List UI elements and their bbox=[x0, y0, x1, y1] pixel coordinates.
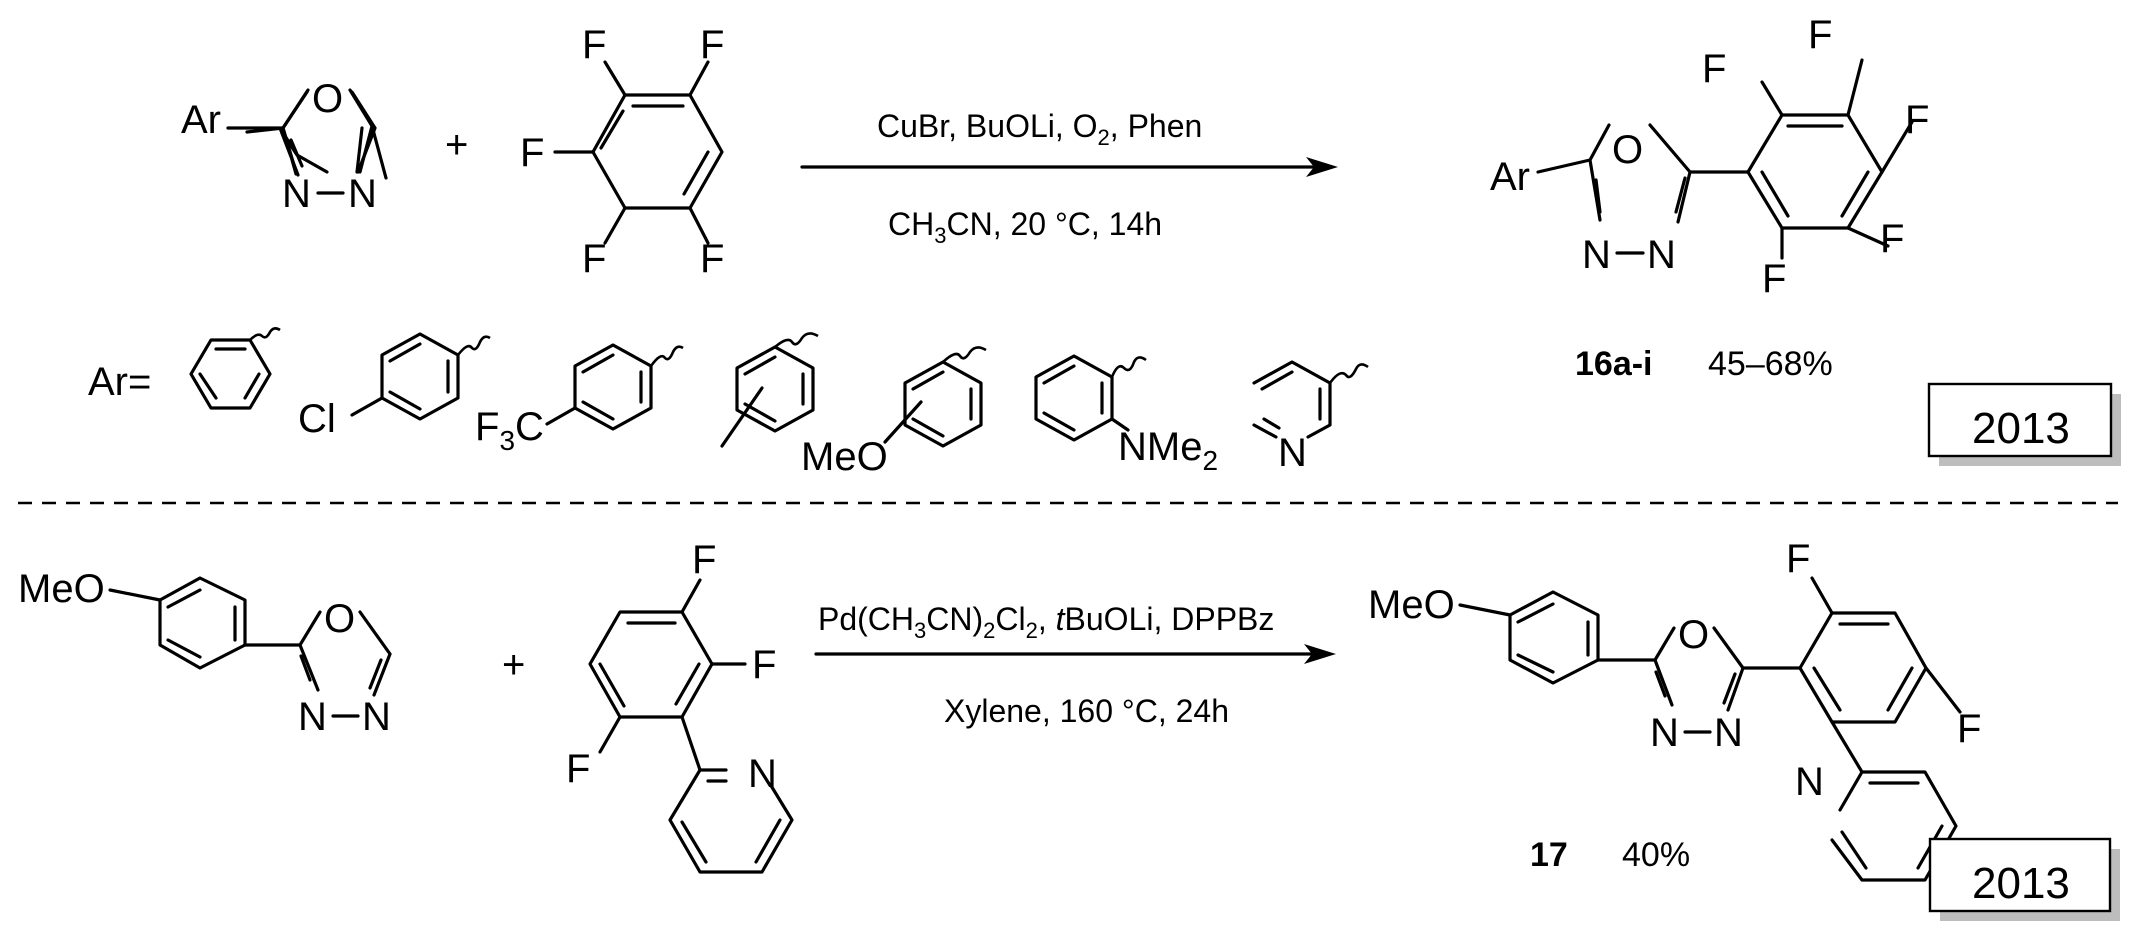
pyridine-n-label: N bbox=[748, 752, 777, 796]
top-conditions-above: CuBr, BuOLi, O2, Phen bbox=[877, 108, 1202, 150]
atom-o: O bbox=[312, 77, 343, 121]
ar-dimethylaminophenyl: NMe2 bbox=[1034, 354, 1218, 476]
ar-3-pyridyl: N bbox=[1252, 360, 1369, 475]
year-label: 2013 bbox=[1972, 404, 2070, 453]
ar-methoxyphenyl: MeO bbox=[801, 346, 987, 479]
atom-f: F bbox=[1905, 98, 1929, 142]
year-box-top: 2013 bbox=[1927, 382, 2121, 466]
aryl-label: Ar bbox=[181, 98, 221, 142]
atom-n: N bbox=[1582, 233, 1611, 277]
atom-o: O bbox=[1678, 613, 1709, 657]
ar-equals-label: Ar= bbox=[88, 360, 151, 404]
atom-f: F bbox=[1957, 707, 1981, 751]
atom-f: F bbox=[752, 643, 776, 687]
atom-f: F bbox=[1786, 537, 1810, 581]
pyridine-n-label: N bbox=[1795, 760, 1824, 804]
top-scheme: Ar O N N + F F F F F CuBr, BuOLi, O2, Ph… bbox=[88, 13, 2121, 479]
atom-f: F bbox=[582, 23, 606, 67]
plus-sign: + bbox=[445, 123, 468, 167]
atom-f: F bbox=[566, 747, 590, 791]
atom-f: F bbox=[700, 237, 724, 281]
atom-n: N bbox=[1647, 233, 1676, 277]
atom-f: F bbox=[1880, 217, 1904, 261]
atom-n: N bbox=[298, 695, 327, 739]
atom-n: N bbox=[1714, 711, 1743, 755]
ar-methylphenyl bbox=[720, 332, 819, 448]
top-product-16: Ar O N N F F F F F bbox=[1490, 13, 1929, 301]
atom-n: N bbox=[282, 172, 311, 216]
methoxy-label: MeO bbox=[801, 435, 888, 479]
bottom-scheme: MeO O N N + F F F N Pd(CH3CN)2C bbox=[18, 537, 2120, 921]
atom-f: F bbox=[700, 23, 724, 67]
methoxy-label: MeO bbox=[1368, 583, 1455, 627]
ar-4-trifluoromethylphenyl: F3C bbox=[475, 343, 684, 456]
top-reaction-arrow: CuBr, BuOLi, O2, Phen CH3CN, 20 °C, 14h bbox=[800, 108, 1338, 248]
top-reactant1-oxadiazole: Ar O N N bbox=[181, 77, 388, 216]
atom-n: N bbox=[348, 172, 377, 216]
atom-o: O bbox=[324, 597, 355, 641]
bottom-reaction-arrow: Pd(CH3CN)2Cl2, tBuOLi, DPPBz Xylene, 160… bbox=[814, 601, 1336, 729]
atom-f: F bbox=[692, 538, 716, 582]
atom-f: F bbox=[1762, 257, 1786, 301]
aryl-label: Ar bbox=[1490, 155, 1530, 199]
ar-groups: Ar= Cl F3C bbox=[88, 327, 1369, 479]
ar-phenyl bbox=[189, 327, 281, 410]
atom-o: O bbox=[1612, 128, 1643, 172]
methoxy-label: MeO bbox=[18, 567, 105, 611]
trifluoromethyl-label: F3C bbox=[475, 405, 544, 456]
top-conditions-below: CH3CN, 20 °C, 14h bbox=[888, 206, 1162, 248]
year-label: 2013 bbox=[1972, 859, 2070, 908]
plus-sign: + bbox=[502, 643, 525, 687]
atom-f: F bbox=[1702, 47, 1726, 91]
ar-4-chlorophenyl: Cl bbox=[298, 332, 491, 441]
bottom-conditions-above: Pd(CH3CN)2Cl2, tBuOLi, DPPBz bbox=[818, 601, 1274, 643]
dimethylamino-label: NMe2 bbox=[1118, 425, 1218, 476]
atom-f: F bbox=[1808, 13, 1832, 57]
atom-n: N bbox=[362, 695, 391, 739]
atom-f: F bbox=[582, 237, 606, 281]
top-reactant2-pentafluorobenzene: F F F F F bbox=[520, 23, 724, 281]
atom-f: F bbox=[520, 131, 544, 175]
bottom-conditions-below: Xylene, 160 °C, 24h bbox=[944, 693, 1229, 729]
bottom-reactant1-oxadiazole: MeO O N N bbox=[18, 567, 392, 739]
compound-label-17: 17 bbox=[1530, 836, 1568, 874]
yield-17: 40% bbox=[1622, 836, 1690, 874]
atom-n: N bbox=[1650, 711, 1679, 755]
bottom-product-17: MeO O N N F F N bbox=[1368, 537, 1981, 882]
yield-16: 45–68% bbox=[1708, 345, 1833, 383]
pyridine-n-label: N bbox=[1278, 431, 1307, 475]
year-box-bottom: 2013 bbox=[1928, 837, 2120, 921]
bottom-reactant2-fluorophenylpyridine: F F F N bbox=[566, 538, 794, 874]
compound-label-16: 16a-i bbox=[1575, 345, 1653, 383]
chloro-label: Cl bbox=[298, 397, 336, 441]
